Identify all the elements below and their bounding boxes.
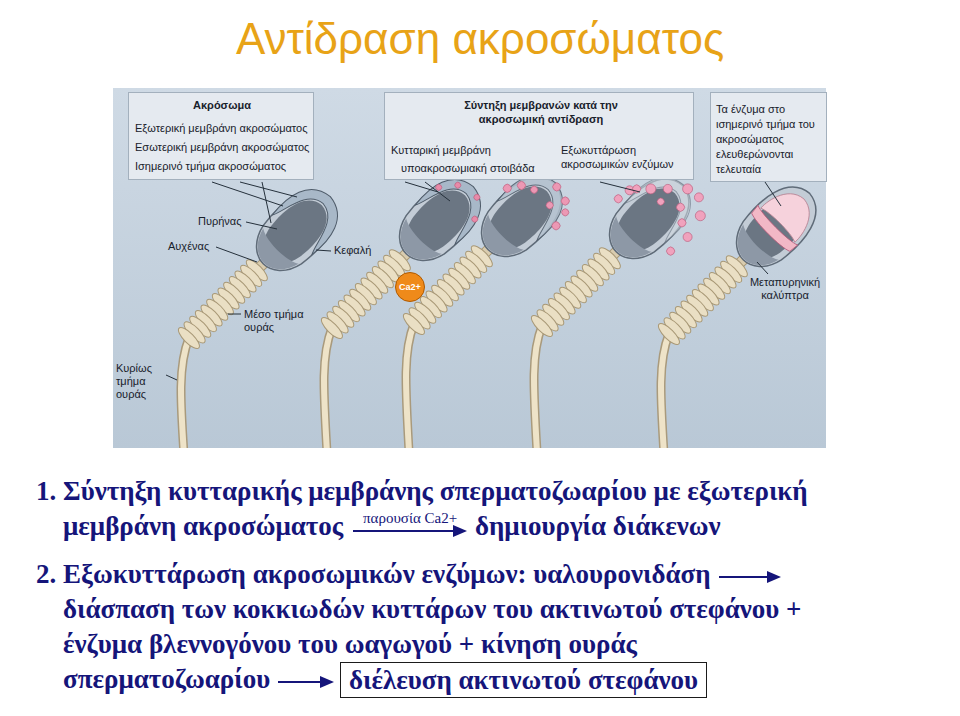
leader-line <box>600 182 640 192</box>
leader-line <box>240 182 297 197</box>
sperm-stage <box>165 176 351 362</box>
panel-text: Τα ένζυμα στο ισημερινό τμήμα του ακροσώ… <box>716 102 822 177</box>
head-outline <box>723 173 826 280</box>
midpiece <box>175 253 274 352</box>
tail <box>406 324 414 448</box>
leader-line <box>405 182 438 192</box>
equatorial-segment <box>749 205 798 254</box>
item-number: 2. <box>36 557 56 592</box>
ion-label: Ca2+ <box>399 282 421 292</box>
arrow-shaft <box>278 681 323 683</box>
result-text: διέλευση ακτινωτού στεφάνου <box>349 663 698 697</box>
acrosome-cap <box>272 176 351 255</box>
postnuclear-cap <box>389 218 441 270</box>
tail-outline <box>534 326 542 448</box>
leader-line <box>228 314 241 315</box>
part-label: Πυρήνας <box>198 215 242 228</box>
slide-title: Αντίδραση ακροσώματος <box>0 12 960 66</box>
tail <box>181 338 189 448</box>
ion-circle: Ca2+ <box>395 272 425 302</box>
leader-line <box>216 247 257 262</box>
label-panel: ΑκρόσωμαΕξωτερική μεμβράνη ακροσώματοςΕσ… <box>128 92 314 180</box>
note-text: δημιουργία διάκενων <box>475 509 721 544</box>
tail <box>534 326 542 448</box>
label-panel: Τα ένζυμα στο ισημερινό τμήμα του ακροσώ… <box>710 92 827 182</box>
illustration-ground <box>113 88 826 448</box>
panel-heading: Σύντηξη μεμβρανών κατά την ακροσωμική αν… <box>441 98 641 126</box>
note-text: διάσπαση των κοκκιωδών κυττάρων του ακτι… <box>63 592 843 697</box>
part-label: Αυχένας <box>168 240 209 253</box>
part-label: Μεταπυρηνική καλύπτρα <box>746 276 824 302</box>
leader-line <box>425 182 450 201</box>
panel-text: Εξωκυττάρωση ακροσωμικών ενζύμων <box>561 143 689 171</box>
arrow-condition: παρουσία Ca2+ <box>363 510 457 527</box>
result-box: διέλευση ακτινωτού στεφάνου <box>340 662 707 698</box>
tail-outline <box>181 338 189 448</box>
arrow-shaft <box>353 530 456 532</box>
leader-lines <box>166 182 781 380</box>
part-label: Κυρίως τμήμα ουράς <box>116 362 164 401</box>
postnuclear-cap <box>471 214 523 266</box>
tail-outline <box>406 324 414 448</box>
sperm-stages <box>165 152 826 448</box>
tails <box>181 324 669 448</box>
midpiece <box>528 241 627 340</box>
flow-arrow <box>353 525 467 537</box>
part-label: Κεφαλή <box>334 244 371 257</box>
flow-arrow <box>719 571 781 583</box>
arrow-head <box>453 525 467 537</box>
leader-line <box>212 182 283 206</box>
flow-arrow <box>278 676 334 688</box>
item-number: 1. <box>36 474 56 509</box>
leader-line <box>166 375 177 380</box>
arrow-head <box>767 571 781 583</box>
postnuclear-cap <box>246 228 298 280</box>
part-label: Μέσο τμήμα ουράς <box>244 308 312 334</box>
midpiece <box>655 249 754 348</box>
panel-text: Κυτταρική μεμβράνη <box>391 143 491 157</box>
leader-line <box>765 182 781 206</box>
panel-text: υποακροσωμιακή στοιβάδα <box>401 161 535 175</box>
sperm-stage <box>645 173 826 357</box>
panel-heading: Ακρόσωμα <box>193 98 251 112</box>
postnuclear-cap <box>599 216 651 268</box>
arrow-shaft <box>719 576 770 578</box>
tail <box>661 334 669 448</box>
leader-line <box>757 262 768 274</box>
leader-line <box>246 222 277 229</box>
note-text: Εξωκυττάρωση ακροσωμικών ενζύμων: υαλουρ… <box>63 557 711 592</box>
panel-text: Εξωτερική μεμβράνη ακροσώματος <box>135 121 307 135</box>
leader-line <box>316 250 331 251</box>
arrow-head <box>320 676 334 688</box>
tail-outline <box>661 334 669 448</box>
label-panel: Σύντηξη μεμβρανών κατά την ακροσωμική αν… <box>384 92 694 180</box>
panel-text: Εσωτερική μεμβράνη ακροσώματος <box>135 140 309 154</box>
tail <box>324 328 332 448</box>
panel-text: Ισημερινό τμήμα ακροσώματος <box>135 159 286 173</box>
tail-outline <box>324 328 332 448</box>
leader-line <box>262 182 271 223</box>
